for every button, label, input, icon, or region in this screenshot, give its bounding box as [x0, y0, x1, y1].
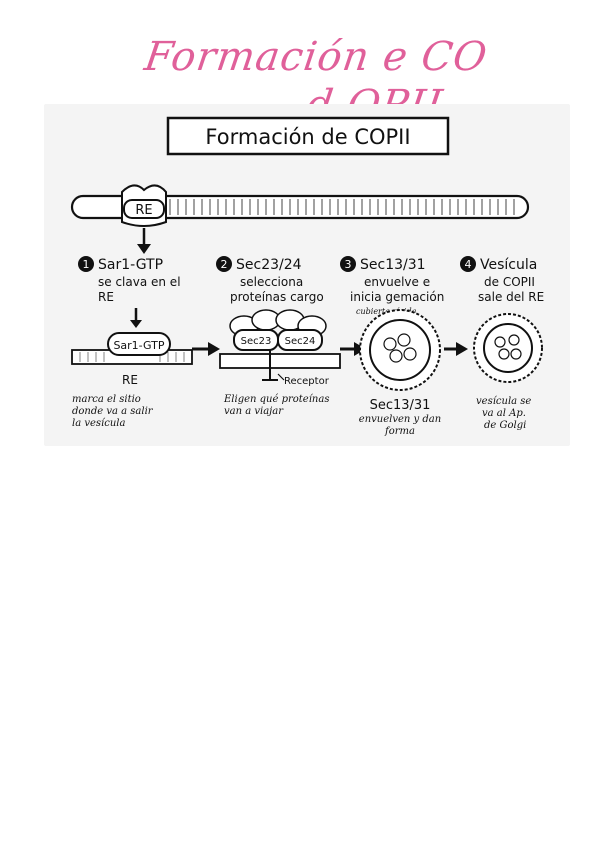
step-4-note-line-3: de Golgi	[484, 420, 526, 431]
step-4-note-line-1: vesícula se	[476, 396, 531, 407]
arrow-step3-to-step4	[444, 342, 468, 356]
step-1-heading-line-2: se clava en el	[98, 275, 181, 289]
step-3-note-line-2: forma	[384, 426, 415, 437]
step-1-sub-label: RE	[122, 373, 138, 387]
diagram-title: Formación de COPII	[205, 125, 410, 149]
step-1-node-label: Sar1-GTP	[113, 339, 164, 352]
step-2-receptor-label: Receptor	[284, 376, 330, 387]
step-2-number: 2	[221, 258, 228, 271]
step-2-note-line-2: van a viajar	[224, 406, 284, 417]
step-1-number: 1	[83, 258, 90, 271]
step-2-heading-line-1: Sec23/24	[236, 257, 302, 273]
step-1-note-line-3: la vesícula	[72, 418, 125, 429]
step-3-heading-line-2: envuelve e	[364, 275, 430, 289]
copii-diagram: Formación de COPII	[44, 104, 570, 446]
step-3-heading-line-1: Sec13/31	[360, 257, 426, 273]
step-4-heading-line-3: sale del RE	[478, 290, 544, 304]
step-2-note-line-1: Eligen qué proteínas	[223, 394, 329, 405]
step-1-heading-line-3: RE	[98, 290, 114, 304]
er-tube: RE	[72, 185, 528, 226]
step-4-heading-line-1: Vesícula	[480, 257, 537, 273]
step-2: 2 Sec23/24 selecciona proteínas cargo Se…	[216, 256, 340, 417]
er-label: RE	[135, 203, 152, 218]
page-title: Formación e CO d OPII	[145, 38, 455, 108]
diagram-title-box: Formación de COPII	[168, 118, 448, 154]
step-3-heading-line-3: inicia gemación	[350, 290, 444, 304]
step-3-number: 3	[345, 258, 352, 271]
arrow-er-to-step1	[137, 228, 151, 254]
page-title-line-1: Formación e CO	[142, 38, 489, 76]
arrow-step1-to-step2	[192, 342, 220, 356]
step-1-note-line-2: donde va a salir	[72, 406, 154, 417]
step-4: 4 Vesícula de COPII sale del RE vesícula…	[460, 256, 544, 431]
step-1: 1 Sar1-GTP se clava en el RE Sar1-GTP RE…	[72, 256, 192, 429]
step-1-note-line-1: marca el sitio	[72, 394, 141, 405]
step-2-node-label-sec24: Sec24	[285, 336, 316, 347]
step-2-heading-line-3: proteínas cargo	[230, 290, 324, 304]
step-3-note-line-1: envuelven y dan	[359, 414, 441, 425]
step-4-heading-line-2: de COPII	[484, 275, 535, 289]
step-3-caption: Sec13/31	[370, 398, 431, 413]
step-2-node-label-sec23: Sec23	[241, 336, 272, 347]
step-2-heading-line-2: selecciona	[240, 275, 303, 289]
step-4-note-line-2: va al Ap.	[482, 408, 526, 419]
step-1-heading-line-1: Sar1-GTP	[98, 257, 163, 273]
step-4-number: 4	[465, 258, 472, 271]
